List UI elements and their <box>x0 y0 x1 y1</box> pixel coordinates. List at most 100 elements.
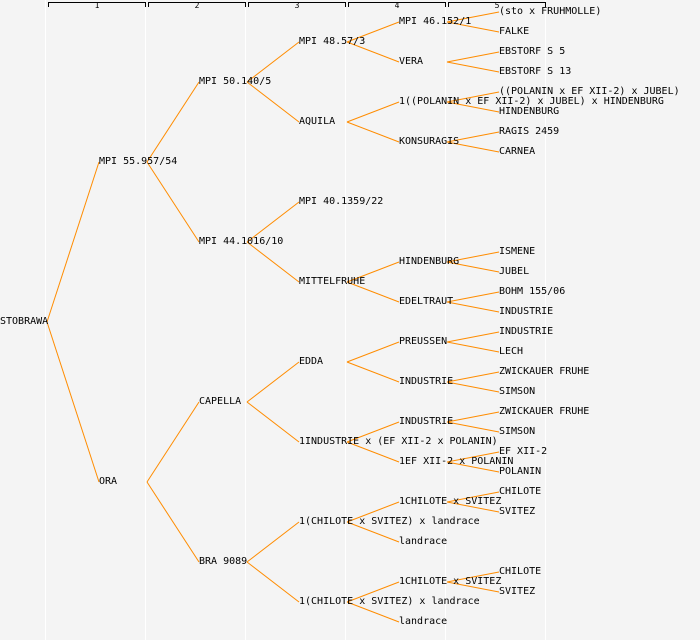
ancestor-gen3[interactable]: AQUILA <box>299 116 336 127</box>
pedigree-link <box>246 521 300 563</box>
ancestor-gen3[interactable]: MPI 40.1359/22 <box>299 196 384 207</box>
ancestor-gen1[interactable]: MPI 55.957/54 <box>99 156 178 167</box>
ancestor-gen5[interactable]: SVITEZ <box>499 506 536 517</box>
pedigree-link <box>446 381 500 393</box>
column-separator <box>345 0 346 640</box>
pedigree-link <box>246 241 300 283</box>
pedigree-link <box>146 481 200 563</box>
ancestor-gen4[interactable]: 1EF XII-2 x POLANIN <box>399 456 514 467</box>
pedigree-link <box>446 421 500 433</box>
ancestor-gen5[interactable]: CHILOTE <box>499 566 542 577</box>
ancestor-gen4[interactable]: INDUSTRIE <box>399 416 454 427</box>
ancestor-gen3[interactable]: 1(CHILOTE x SVITEZ) x landrace <box>299 516 480 527</box>
ancestor-gen5[interactable]: SIMSON <box>499 426 536 437</box>
ancestor-gen5[interactable]: CHILOTE <box>499 486 542 497</box>
pedigree-link <box>146 401 200 483</box>
pedigree-link <box>446 451 500 463</box>
pedigree-link <box>346 121 400 143</box>
pedigree-link <box>446 101 500 113</box>
ancestor-gen1[interactable]: ORA <box>99 476 118 487</box>
pedigree-link <box>446 251 500 263</box>
pedigree-link <box>446 11 500 23</box>
ancestor-gen4[interactable]: 1CHILOTE x SVITEZ <box>399 576 502 587</box>
ancestor-gen5[interactable]: LECH <box>499 346 524 357</box>
ancestor-gen5[interactable]: FALKE <box>499 26 530 37</box>
ancestor-gen5[interactable]: SIMSON <box>499 386 536 397</box>
pedigree-link <box>446 411 500 423</box>
ancestor-gen4[interactable]: EDELTRAUT <box>399 296 454 307</box>
pedigree-link <box>446 51 500 63</box>
ancestor-gen4[interactable]: KONSURAGIS <box>399 136 460 147</box>
ancestor-gen5[interactable]: RAGIS 2459 <box>499 126 560 137</box>
ancestor-gen3[interactable]: MPI 48.57/3 <box>299 36 366 47</box>
generation-bracket <box>348 2 446 7</box>
ancestor-gen4[interactable]: landrace <box>399 536 448 547</box>
ancestor-gen3[interactable]: EDDA <box>299 356 324 367</box>
pedigree-link <box>146 161 200 243</box>
generation-header: 2 <box>194 1 200 10</box>
ancestor-gen2[interactable]: MPI 44.1016/10 <box>199 236 284 247</box>
column-separator <box>545 0 546 640</box>
ancestor-gen4[interactable]: PREUSSEN <box>399 336 448 347</box>
pedigree-link <box>446 61 500 73</box>
pedigree-link <box>346 501 400 523</box>
ancestor-gen5[interactable]: ISMENE <box>499 246 536 257</box>
ancestor-gen3[interactable]: 1(CHILOTE x SVITEZ) x landrace <box>299 596 480 607</box>
ancestor-gen5[interactable]: CARNEA <box>499 146 536 157</box>
ancestor-gen5[interactable]: BOHM 155/06 <box>499 286 566 297</box>
pedigree-link <box>446 331 500 343</box>
generation-bracket <box>248 2 346 7</box>
ancestor-gen5[interactable]: INDUSTRIE <box>499 306 554 317</box>
pedigree-link <box>346 41 400 63</box>
ancestor-gen5[interactable]: ZWICKAUER FRUHE <box>499 406 590 417</box>
ancestor-gen5[interactable]: EF XII-2 <box>499 446 548 457</box>
ancestor-gen3[interactable]: 1INDUSTRIE x (EF XII-2 x POLANIN) <box>299 436 498 447</box>
pedigree-link <box>446 341 500 353</box>
pedigree-link <box>446 141 500 153</box>
generation-header: 3 <box>294 1 300 10</box>
ancestor-gen4[interactable]: HINDENBURG <box>399 256 460 267</box>
pedigree-link <box>246 81 300 123</box>
pedigree-link <box>446 571 500 583</box>
ancestor-gen5[interactable]: ((POLANIN x EF XII-2) x JUBEL) <box>499 86 680 97</box>
ancestor-gen5[interactable]: HINDENBURG <box>499 106 560 117</box>
ancestor-gen2[interactable]: MPI 50.140/5 <box>199 76 272 87</box>
pedigree-link <box>346 601 400 623</box>
ancestor-gen2[interactable]: CAPELLA <box>199 396 242 407</box>
ancestor-gen5[interactable]: EBSTORF S 13 <box>499 66 572 77</box>
pedigree-link <box>446 291 500 303</box>
root-animal[interactable]: STOBRAWA <box>0 316 49 327</box>
ancestor-gen5[interactable]: JUBEL <box>499 266 530 277</box>
column-separator <box>245 0 246 640</box>
pedigree-link <box>346 581 400 603</box>
pedigree-link <box>46 161 100 323</box>
pedigree-link <box>446 301 500 313</box>
ancestor-gen5[interactable]: (sto x FRUHMOLLE) <box>499 6 602 17</box>
pedigree-link <box>446 461 500 473</box>
column-separator <box>45 0 46 640</box>
ancestor-gen5[interactable]: INDUSTRIE <box>499 326 554 337</box>
ancestor-gen4[interactable]: INDUSTRIE <box>399 376 454 387</box>
ancestor-gen5[interactable]: POLANIN <box>499 466 542 477</box>
ancestor-gen4[interactable]: 1CHILOTE x SVITEZ <box>399 496 502 507</box>
pedigree-link <box>446 261 500 273</box>
ancestor-gen4[interactable]: 1((POLANIN x EF XII-2) x JUBEL) x HINDEN… <box>399 96 664 107</box>
ancestor-gen4[interactable]: MPI 46.152/1 <box>399 16 472 27</box>
pedigree-link <box>346 521 400 543</box>
ancestor-gen2[interactable]: BRA 9089 <box>199 556 248 567</box>
pedigree-link <box>446 21 500 33</box>
ancestor-gen5[interactable]: EBSTORF S 5 <box>499 46 566 57</box>
pedigree-link <box>346 261 400 283</box>
ancestor-gen5[interactable]: ZWICKAUER FRUHE <box>499 366 590 377</box>
generation-header: 1 <box>94 1 100 10</box>
ancestor-gen4[interactable]: VERA <box>399 56 424 67</box>
generation-header: 4 <box>394 1 400 10</box>
pedigree-link <box>446 581 500 593</box>
ancestor-gen3[interactable]: MITTELFRUHE <box>299 276 366 287</box>
pedigree-link <box>346 421 400 443</box>
pedigree-link <box>46 321 100 483</box>
column-separator <box>445 0 446 640</box>
ancestor-gen5[interactable]: SVITEZ <box>499 586 536 597</box>
ancestor-gen4[interactable]: landrace <box>399 616 448 627</box>
pedigree-link <box>146 81 200 163</box>
